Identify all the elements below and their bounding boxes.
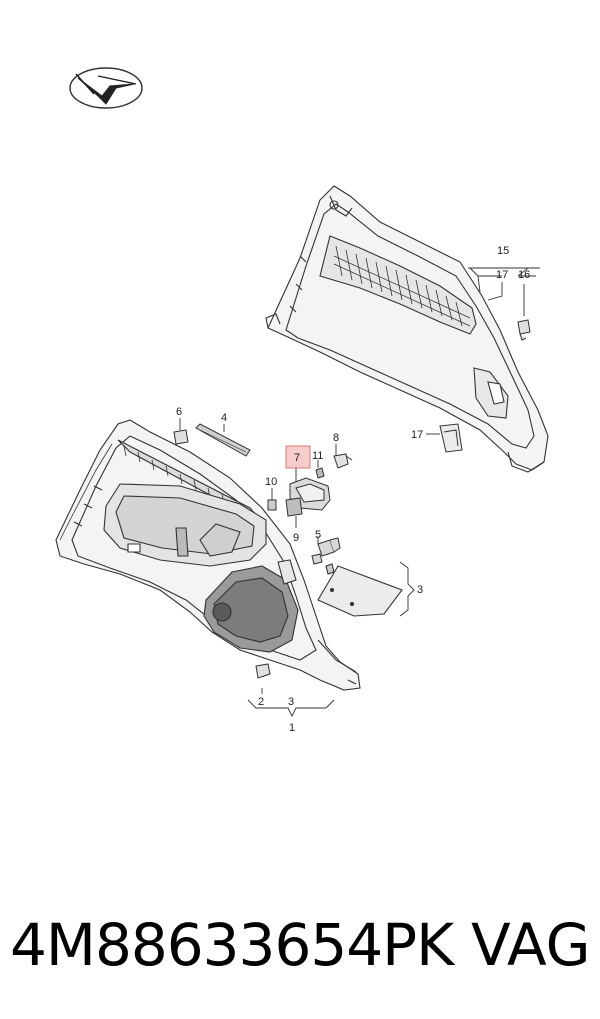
callout-1: 1	[289, 722, 295, 734]
fastener-5-part	[311, 537, 341, 565]
clip-2-part	[255, 663, 271, 679]
callout-15: 15	[497, 245, 509, 257]
callout-4: 4	[221, 412, 227, 424]
upper-side-panel	[265, 185, 549, 473]
callout-7: 7	[294, 452, 300, 464]
callout-16: 16	[518, 269, 530, 281]
callout-3-right: 3	[417, 584, 423, 596]
cover-cap-17-part	[439, 423, 463, 453]
callout-5: 5	[315, 529, 321, 541]
highlight-box	[285, 445, 311, 469]
floor-cover-part	[317, 563, 403, 617]
brand-label: VAG	[471, 911, 591, 979]
callout-2: 2	[258, 696, 264, 708]
callout-17-lower: 17	[411, 429, 423, 441]
logo-icon	[69, 67, 143, 109]
callout-8: 8	[333, 432, 339, 444]
callout-11: 11	[312, 450, 323, 462]
trim-strip-4-part	[195, 423, 251, 457]
leader-lines	[179, 267, 540, 718]
callout-17-upper: 17	[496, 269, 508, 281]
part-number-label: 4M88633654PK	[10, 911, 454, 979]
callout-9: 9	[293, 532, 299, 544]
clip-8-part	[333, 453, 353, 469]
lower-trim-panel	[55, 419, 361, 691]
clip-16-part	[517, 319, 531, 341]
bracket-7-part	[267, 467, 331, 517]
callout-6: 6	[176, 406, 182, 418]
callout-3-bottom: 3	[288, 696, 294, 708]
clip-6-part	[173, 429, 189, 445]
callout-10: 10	[265, 476, 277, 488]
